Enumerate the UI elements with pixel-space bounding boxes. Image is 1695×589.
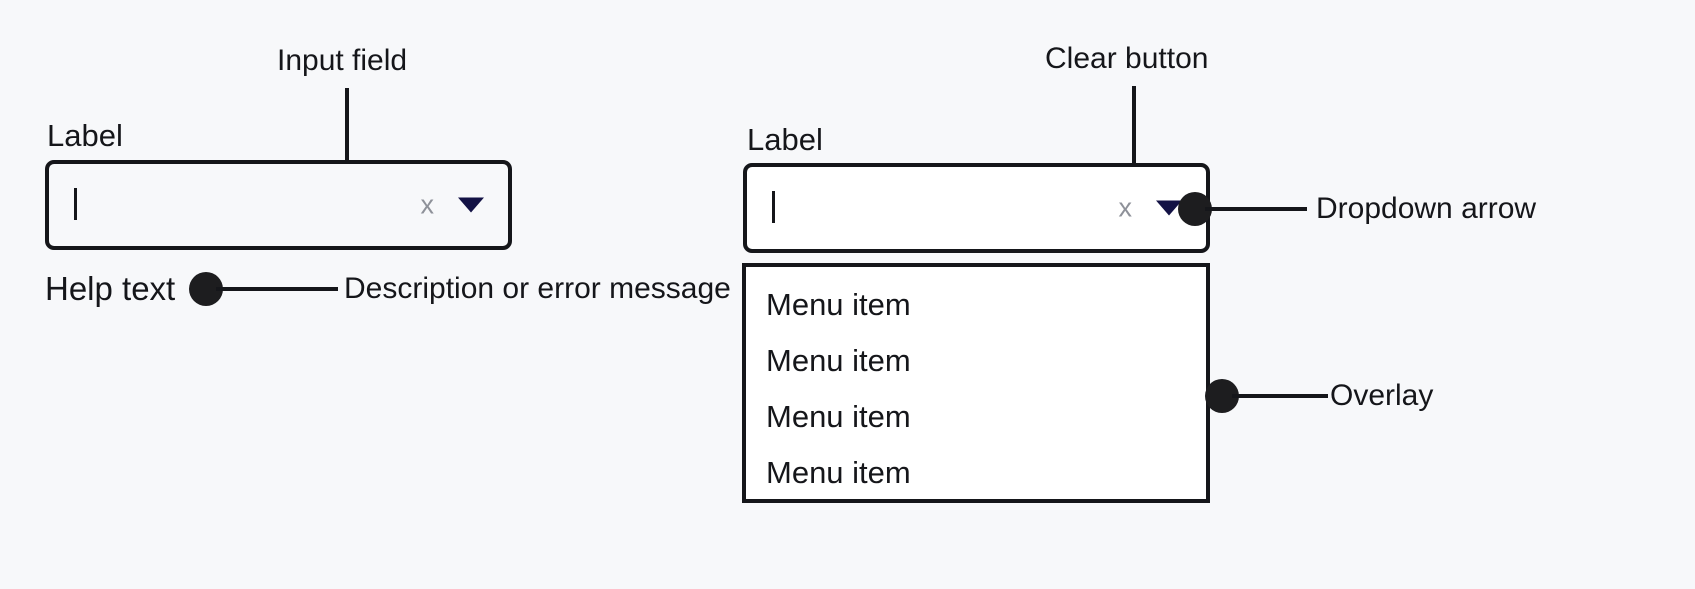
annotation-clear-button: Clear button — [1045, 42, 1209, 75]
left-field-adornments: x — [420, 189, 484, 220]
annotation-overlay: Overlay — [1330, 379, 1434, 412]
right-text-caret — [772, 191, 775, 223]
left-text-caret — [74, 188, 77, 220]
clear-icon[interactable]: x — [1118, 192, 1133, 223]
menu-item[interactable]: Menu item — [766, 455, 911, 490]
caret-down-icon[interactable] — [1156, 200, 1182, 216]
left-field-label: Label — [47, 118, 123, 153]
left-combobox-input[interactable]: x — [45, 160, 512, 250]
menu-item[interactable]: Menu item — [766, 343, 911, 378]
clear-icon[interactable]: x — [420, 189, 435, 220]
right-field-label: Label — [747, 122, 823, 157]
leader-line-clear-button — [1132, 86, 1136, 184]
caret-down-icon[interactable] — [458, 197, 484, 213]
right-combobox-input[interactable]: x — [743, 163, 1210, 253]
leader-line-input-field — [345, 88, 349, 184]
annotation-input-field: Input field — [277, 44, 408, 77]
annotation-dropdown-arrow: Dropdown arrow — [1316, 192, 1537, 225]
leader-line-dropdown-arrow — [1205, 207, 1307, 211]
menu-item[interactable]: Menu item — [766, 287, 911, 322]
leader-line-help-text — [216, 287, 338, 291]
annotation-description: Description or error message — [344, 272, 731, 305]
right-field-adornments: x — [1118, 192, 1182, 223]
dropdown-overlay-panel: Menu item Menu item Menu item Menu item — [742, 263, 1210, 503]
menu-item[interactable]: Menu item — [766, 399, 911, 434]
left-help-text: Help text — [45, 270, 176, 307]
leader-line-overlay — [1232, 394, 1328, 398]
